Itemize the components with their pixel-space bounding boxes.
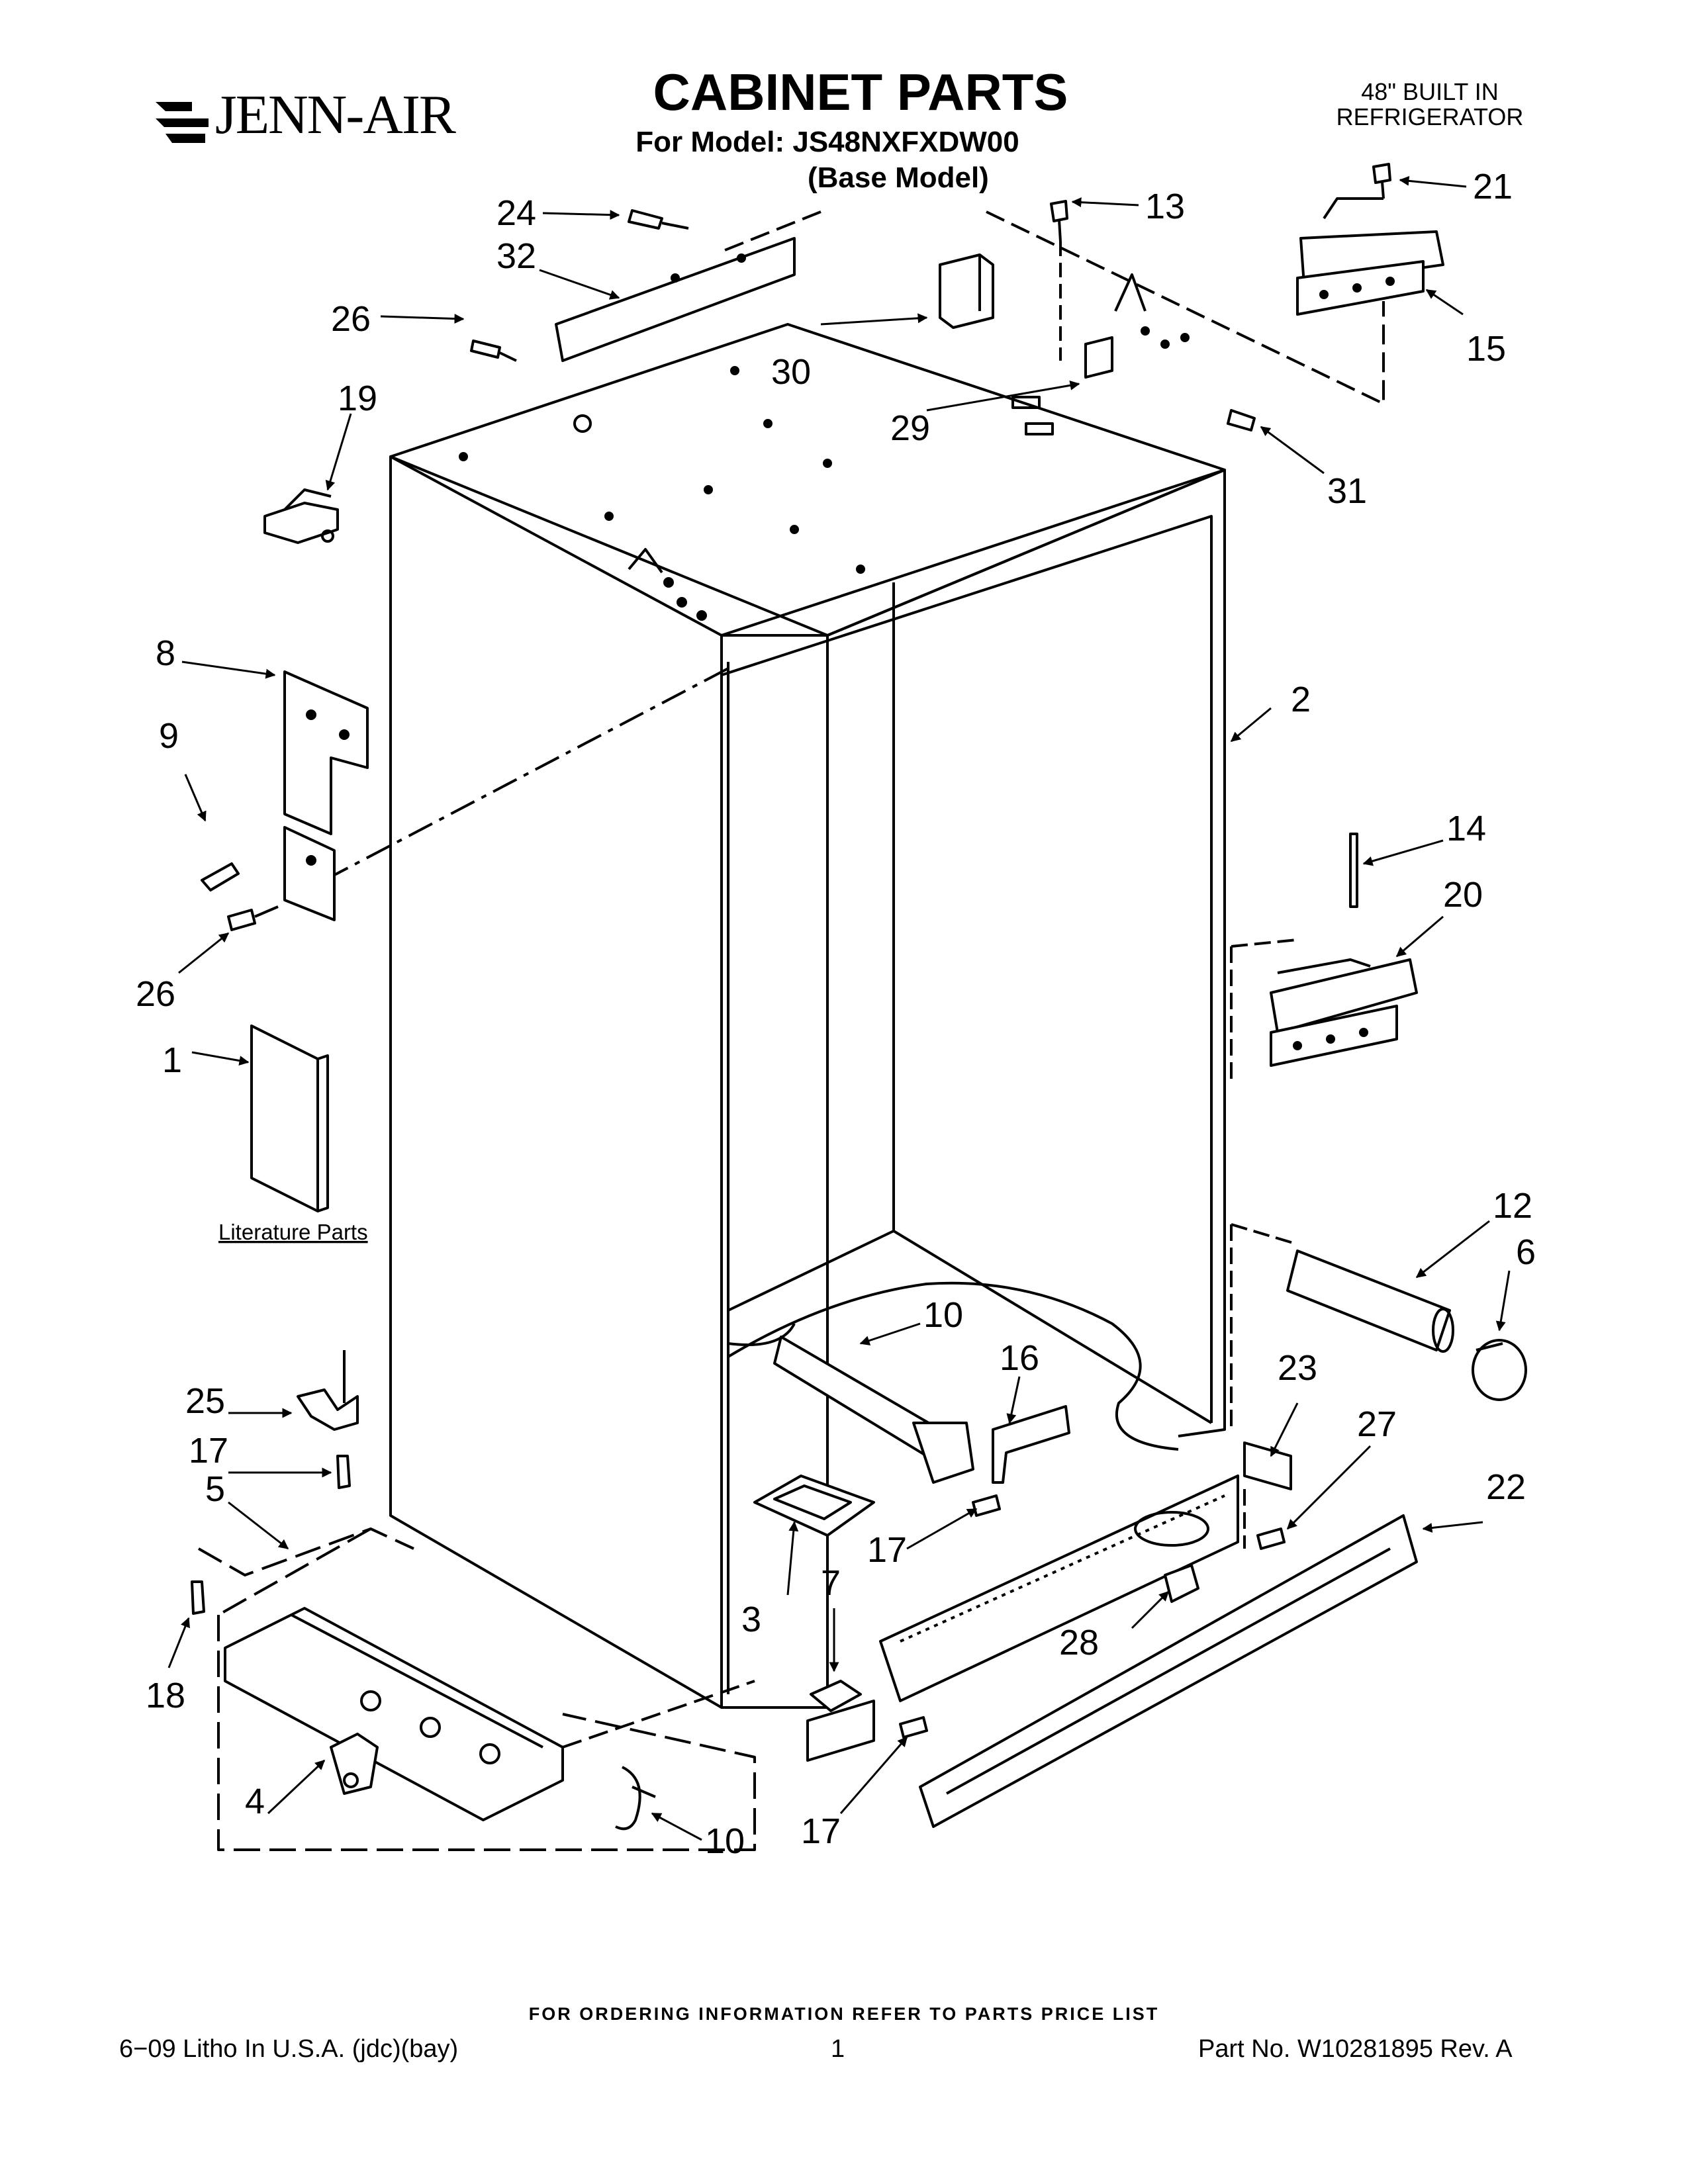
- bracket-part-19: [263, 488, 339, 544]
- hinge-part-15: [1296, 197, 1444, 316]
- callout-19: 19: [338, 379, 377, 418]
- filter-cap-part-6: [1472, 1339, 1527, 1401]
- screw-part-17-bottom: [899, 1716, 928, 1739]
- callout-6: 6: [1516, 1232, 1536, 1272]
- top-rail-part-32: [555, 237, 796, 362]
- spacer-part-9: [201, 862, 240, 891]
- callout-32: 32: [496, 236, 536, 276]
- callout-2: 2: [1291, 680, 1311, 719]
- callout-17-mid: 17: [867, 1530, 907, 1570]
- exploded-parts-diagram: 24 32 26 19 30 29 13 21 15 31 8 9 26 1 2…: [136, 163, 1536, 1861]
- callout-27: 27: [1357, 1404, 1397, 1444]
- callout-17-bottom: 17: [801, 1811, 841, 1851]
- screw-part-13: [1050, 200, 1068, 361]
- base-model-label: (Base Model): [808, 161, 989, 194]
- callout-17-left: 17: [189, 1431, 228, 1471]
- callout-8: 8: [156, 633, 175, 673]
- junction-box-part-30: [939, 253, 994, 329]
- screw-part-17-left: [336, 1455, 351, 1489]
- hinge-part-20: [1230, 938, 1418, 1079]
- callout-14: 14: [1446, 809, 1486, 848]
- page-title: CABINET PARTS: [653, 63, 1068, 121]
- bracket-part-7: [806, 1680, 875, 1762]
- model-line: For Model: JS48NXFXDW00: [635, 126, 1019, 158]
- brand-logo: JENN-AIR: [152, 85, 470, 151]
- base-assembly-part-5: [198, 1527, 756, 1851]
- callout-12: 12: [1493, 1186, 1532, 1226]
- product-type-line2: REFRIGERATOR: [1336, 103, 1524, 131]
- screw-part-24: [628, 209, 689, 230]
- callout-9: 9: [159, 716, 179, 756]
- bracket-part-8: [283, 670, 369, 921]
- screw-part-26-left: [227, 905, 279, 931]
- clip-part-28: [1164, 1564, 1199, 1603]
- callout-7: 7: [821, 1563, 841, 1603]
- base-grille-area: [879, 1475, 1246, 1702]
- page-number: 1: [831, 2035, 845, 2063]
- callout-10-top: 10: [923, 1295, 963, 1335]
- toe-grille-part-22: [919, 1514, 1418, 1828]
- product-type: 48" BUILT IN REFRIGERATOR: [1317, 79, 1542, 130]
- connector-part-29: [1084, 336, 1113, 379]
- screw-part-17-mid: [972, 1494, 1001, 1517]
- pin-part-14: [1349, 833, 1358, 908]
- water-filter-part-12: [1230, 1223, 1454, 1430]
- jenn-air-swirl-icon: [156, 102, 209, 143]
- callout-5: 5: [205, 1469, 225, 1509]
- callout-3: 3: [741, 1600, 761, 1639]
- cover-part-3: [753, 1475, 875, 1537]
- screw-part-21: [1372, 163, 1391, 199]
- callout-13: 13: [1145, 187, 1185, 226]
- callout-31: 31: [1327, 471, 1367, 511]
- bracket-part-16: [992, 1405, 1070, 1484]
- callout-30: 30: [771, 352, 811, 392]
- callout-1: 1: [162, 1040, 182, 1080]
- bracket-part-25: [297, 1350, 359, 1431]
- callout-23: 23: [1278, 1348, 1317, 1388]
- callout-18: 18: [146, 1676, 185, 1715]
- screw-part-31: [1227, 409, 1256, 432]
- callout-22: 22: [1486, 1467, 1526, 1507]
- cabinet-shell: [389, 273, 1226, 1709]
- screw-part-27: [1256, 1527, 1286, 1550]
- callout-10-bottom: 10: [705, 1821, 745, 1861]
- part-number: Part No. W10281895 Rev. A: [1198, 2035, 1513, 2063]
- callout-28: 28: [1059, 1623, 1099, 1662]
- callout-4: 4: [245, 1782, 265, 1821]
- callout-20: 20: [1443, 875, 1483, 915]
- callout-29: 29: [890, 408, 930, 448]
- callout-24: 24: [496, 193, 536, 233]
- litho-info: 6−09 Litho In U.S.A. (jdc)(bay): [119, 2035, 459, 2063]
- ordering-note: FOR ORDERING INFORMATION REFER TO PARTS …: [528, 2004, 1160, 2024]
- screw-part-18: [191, 1580, 205, 1615]
- brand-name: JENN-AIR: [215, 84, 456, 146]
- literature-parts-label: Literature Parts: [218, 1220, 368, 1244]
- literature-parts-part-1: [250, 1024, 329, 1212]
- callout-26-top: 26: [331, 299, 371, 339]
- drain-tube-part-10: [773, 1336, 974, 1484]
- callout-26-left: 26: [136, 974, 175, 1014]
- callout-25: 25: [185, 1381, 225, 1421]
- callout-15: 15: [1466, 329, 1506, 369]
- callout-16: 16: [1000, 1338, 1039, 1378]
- product-type-line1: 48" BUILT IN: [1361, 78, 1499, 105]
- screw-part-26-top: [470, 340, 517, 362]
- callout-21: 21: [1473, 167, 1513, 206]
- bracket-part-23: [1243, 1441, 1292, 1490]
